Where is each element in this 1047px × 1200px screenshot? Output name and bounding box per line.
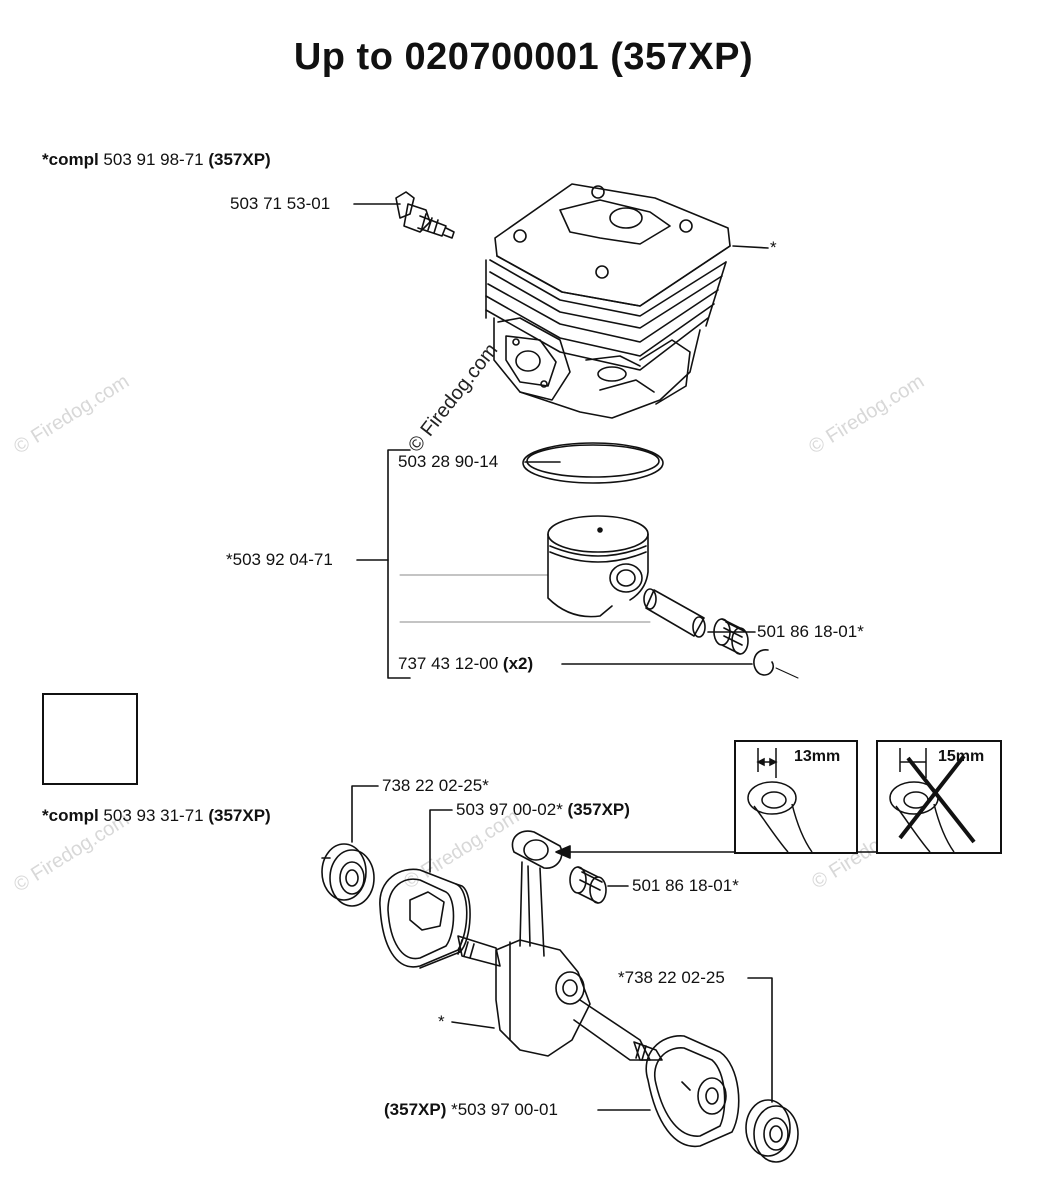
label-bearing-right: *738 22 02-25: [618, 968, 725, 987]
label-crank-number: *503 97 00-01: [451, 1100, 558, 1119]
label-circlip-number: 737 43 12-00: [398, 654, 503, 673]
label-circlip-qty: (x2): [502, 654, 534, 673]
label-compl-prefix: *compl: [42, 150, 104, 169]
detail-ok-label: 13mm: [794, 748, 841, 765]
circlip: [753, 649, 799, 679]
label-crank-model: (357XP): [567, 800, 630, 819]
needle-bearing-bottom: [569, 866, 607, 904]
piston-pin: [643, 588, 706, 638]
detail-bad: 15mm: [876, 740, 1002, 854]
label-cylinder-star: *: [770, 238, 777, 257]
label-circlip: 737 43 12-00 (x2): [398, 654, 533, 674]
detail-bad-drawing: [889, 748, 976, 853]
label-piston-kit: *503 92 04-71: [226, 550, 333, 569]
cylinder: [485, 183, 731, 419]
label-crank-number: 503 97 00-02*: [456, 800, 568, 819]
label-crank-model: (357XP): [384, 1100, 452, 1119]
label-compl-number: 503 91 98-71: [103, 150, 209, 169]
spark-plug: [395, 191, 455, 239]
needle-bearing-top: [713, 618, 749, 655]
label-compl-model: (357XP): [208, 150, 271, 169]
label-compl-number: 503 93 31-71: [103, 806, 209, 825]
label-piston-ring: 503 28 90-14: [398, 452, 499, 471]
main-bearing-right: [745, 1099, 799, 1163]
label-compl-bottom: *compl 503 93 31-71 (357XP): [42, 806, 271, 826]
label-crank-half-bottom: (357XP) *503 97 00-01: [384, 1100, 558, 1120]
label-crank-half-top: 503 97 00-02* (357XP): [456, 800, 630, 820]
main-bearing-left: [321, 843, 375, 907]
leader-lines-top: [353, 203, 769, 679]
connecting-rod: [511, 830, 563, 957]
piston-ring: [522, 442, 664, 484]
detail-ok-drawing: [747, 748, 813, 853]
label-needle-bearing-bottom: 501 86 18-01*: [632, 876, 739, 895]
label-needle-bearing-top: 501 86 18-01*: [757, 622, 864, 641]
page-title: Up to 020700001 (357XP): [293, 36, 754, 78]
crankshaft: [457, 935, 663, 1061]
label-compl-prefix: *compl: [42, 806, 104, 825]
label-crank-star: *: [438, 1012, 445, 1031]
crank-half-left: [379, 868, 471, 969]
detail-ok: 13mm: [734, 740, 858, 854]
crank-half-right: [645, 1035, 740, 1148]
label-compl-top: *compl 503 91 98-71 (357XP): [42, 150, 271, 170]
special-tool-box: [42, 693, 138, 785]
label-compl-model: (357XP): [208, 806, 271, 825]
label-bearing-left: 738 22 02-25*: [382, 776, 489, 795]
cross-out-icon: [898, 754, 976, 844]
label-spark-plug: 503 71 53-01: [230, 194, 331, 213]
piston: [547, 515, 649, 618]
